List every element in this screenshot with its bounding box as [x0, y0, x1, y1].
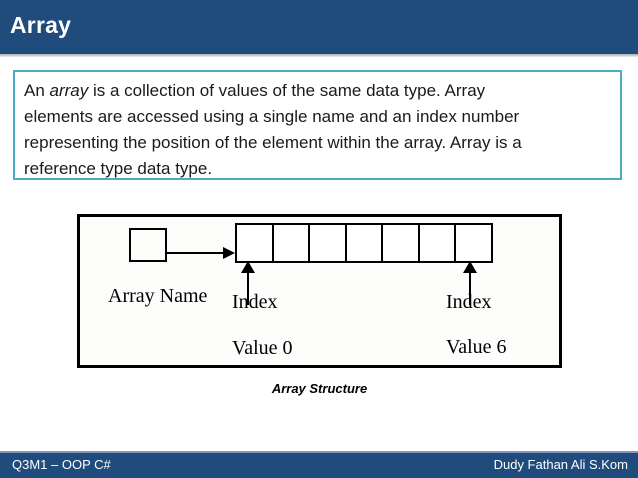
header-shadow-divider [0, 54, 638, 57]
definition-line: representing the position of the element… [24, 133, 522, 152]
array-cell [417, 223, 456, 263]
index-arrow-head-left-icon [241, 261, 255, 273]
index-arrow-head-right-icon [463, 261, 477, 273]
pointer-arrow-head-icon [223, 247, 235, 259]
slide-header: Array [0, 0, 638, 54]
page-title: Array [10, 11, 72, 38]
array-cell [454, 223, 493, 263]
definition-italic-term: array [49, 81, 89, 100]
definition-text: is a collection of values of the same da… [88, 81, 486, 100]
array-cell [235, 223, 274, 263]
array-name-box [129, 228, 167, 262]
definition-box: An array is a collection of values of th… [13, 70, 622, 180]
array-cells [235, 223, 493, 263]
index-right-label: Index [446, 291, 492, 313]
pointer-arrow-line [166, 252, 224, 254]
footer-course-label: Q3M1 – OOP C# [12, 457, 111, 472]
slide-footer: Q3M1 – OOP C# Dudy Fathan Ali S.Kom [0, 451, 638, 478]
definition-text: An [24, 81, 50, 100]
value-0-label: Value 0 [232, 337, 293, 359]
array-name-label: Array Name [108, 285, 208, 307]
array-structure-diagram: Array Name Index Value 0 Index Value 6 [77, 214, 562, 368]
array-cell [381, 223, 420, 263]
index-arrow-line-left [247, 271, 249, 305]
definition-line: An array is a collection of values of th… [24, 78, 612, 104]
index-arrow-line-right [469, 271, 471, 305]
array-cell [344, 223, 383, 263]
array-cell [308, 223, 347, 263]
array-cell [271, 223, 310, 263]
definition-line: elements are accessed using a single nam… [24, 107, 520, 126]
footer-author-label: Dudy Fathan Ali S.Kom [493, 457, 628, 472]
index-left-label: Index [232, 291, 278, 313]
definition-line: reference type data type. [24, 159, 213, 178]
diagram-caption: Array Structure [271, 381, 368, 396]
value-6-label: Value 6 [446, 336, 507, 358]
